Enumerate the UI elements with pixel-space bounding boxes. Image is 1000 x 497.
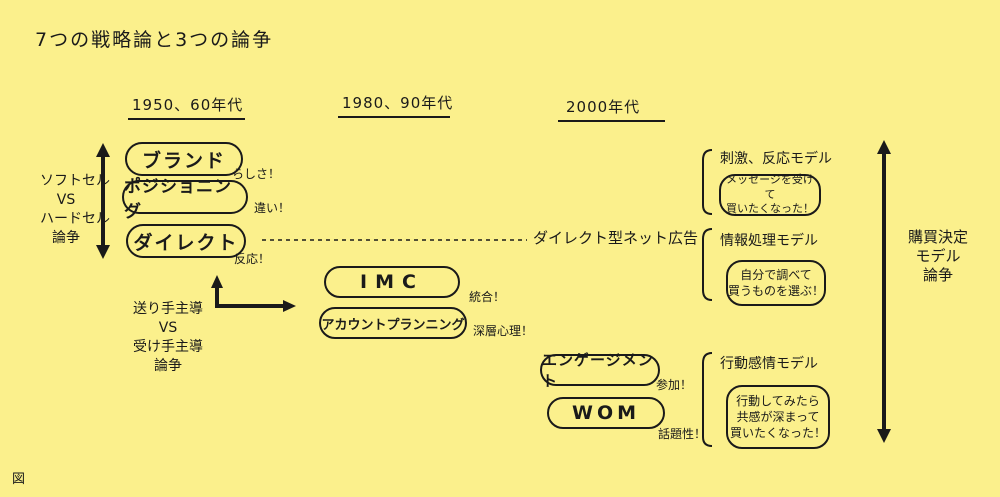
bubble-stimulus-line1: メッセージを受けて <box>726 172 814 201</box>
brand-pill: ブランド <box>125 142 243 176</box>
era-2000: 2000年代 <box>566 98 641 116</box>
debate-text-2: 論争 <box>154 357 182 374</box>
era-1950-60: 1950、60年代 <box>132 96 244 114</box>
note-brand: らしさ！ <box>232 167 281 181</box>
model-behavior-emotion: 行動感情モデル <box>720 356 818 372</box>
model-information-processing: 情報処理モデル <box>720 233 818 249</box>
note-wom: 話題性！ <box>658 427 707 441</box>
bubble-behavior-line2: 共感が深まって <box>736 409 820 424</box>
left-axis-arrowhead-up <box>96 143 110 157</box>
figure-label: 図 <box>12 472 26 487</box>
right-axis-arrowhead-down <box>877 429 891 443</box>
sender-led-text: 送り手主導 <box>133 301 203 317</box>
bubble-behavior: 行動してみたら 共感が深まって 買いたくなった！ <box>726 385 830 449</box>
bubble-info: 自分で調べて 買うものを選ぶ！ <box>726 260 826 306</box>
elbow-arrowhead-up <box>211 275 223 288</box>
wom-pill: WOM <box>547 397 665 429</box>
bubble-behavior-line3: 買いたくなった！ <box>729 426 826 441</box>
bubble-stimulus-line2: 買いたくなった！ <box>726 202 814 216</box>
elbow-arrowhead-right <box>283 300 296 312</box>
direct-net-ad-label: ダイレクト型ネット広告 <box>533 229 699 247</box>
vs-text-2: VS <box>158 319 178 336</box>
note-positioning: 違い！ <box>254 201 291 215</box>
bubble-stimulus: メッセージを受けて 買いたくなった！ <box>719 172 821 216</box>
purchase-decision-text: 購買決定 <box>907 228 968 246</box>
brace-info <box>702 228 713 301</box>
purchase-decision-model-label: 購買決定 モデル 論争 <box>902 228 974 284</box>
direct-pill: ダイレクト <box>126 224 246 258</box>
debate-text-3: 論争 <box>922 265 953 284</box>
page-title: 7つの戦略論と3つの論争 <box>35 29 274 51</box>
soft-sell-text: ソフトセル <box>40 173 110 189</box>
sender-vs-receiver-label: 送り手主導 VS 受け手主導 論争 <box>128 300 208 376</box>
right-axis-arrowhead-up <box>877 140 891 154</box>
engagement-pill: エンゲージメント <box>540 351 660 390</box>
note-engagement: 参加！ <box>656 378 693 392</box>
note-account-planning: 深層心理！ <box>473 324 534 338</box>
note-direct: 反応！ <box>234 252 271 266</box>
account-planning-pill: アカウントプランニング <box>319 307 467 339</box>
brace-stimulus <box>702 149 713 215</box>
model-text: モデル <box>915 246 961 265</box>
soft-vs-hard-sell-label: ソフトセル VS ハードセル 論争 <box>40 172 110 248</box>
receiver-led-text: 受け手主導 <box>133 338 203 355</box>
debate-text: 論争 <box>52 229 80 246</box>
bubble-behavior-line1: 行動してみたら <box>736 393 820 408</box>
era-1980-90: 1980、90年代 <box>342 94 454 112</box>
vs-text: VS <box>56 191 76 208</box>
left-axis-arrowhead-down <box>96 245 110 259</box>
model-stimulus-response: 刺激、反応モデル <box>720 151 832 167</box>
note-imc: 統合！ <box>469 290 506 304</box>
imc-pill: IMC <box>324 266 460 298</box>
bubble-info-line1: 自分で調べて <box>740 267 812 282</box>
positioning-pill: ポジショニング <box>122 177 248 222</box>
elbow-arrow <box>215 285 286 308</box>
brace-behavior <box>702 352 713 447</box>
bubble-info-line2: 買うものを選ぶ！ <box>728 284 825 298</box>
hard-sell-text: ハードセル <box>40 210 110 227</box>
